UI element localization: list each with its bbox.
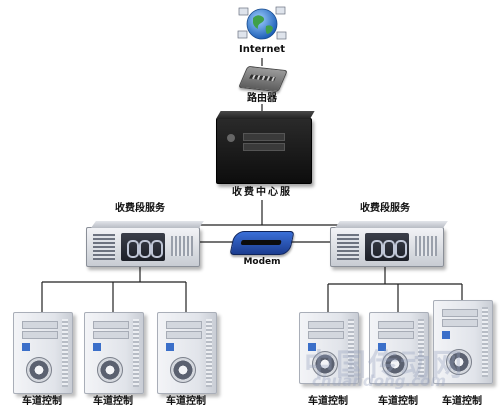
right-server-label: 收费段服务 bbox=[360, 203, 410, 214]
watermark-cn: 中国传动网 bbox=[304, 348, 464, 383]
lane-label-right-1: 车道控制 bbox=[308, 396, 348, 407]
watermark-en: chuandong.com bbox=[312, 372, 447, 390]
center-server-label: 收费中心服 bbox=[232, 187, 292, 198]
lane-pc-left-3 bbox=[157, 312, 217, 394]
lane-pc-left-2 bbox=[84, 312, 144, 394]
lane-pc-right-3 bbox=[433, 300, 493, 384]
internet-label: Internet bbox=[238, 44, 285, 55]
lane-pc-right-1 bbox=[299, 312, 359, 384]
lane-pc-right-2 bbox=[369, 312, 429, 384]
lane-label-left-2: 车道控制 bbox=[93, 396, 133, 407]
center-server-icon bbox=[216, 111, 315, 184]
lane-label-right-2: 车道控制 bbox=[378, 396, 418, 407]
left-server-label: 收费段服务 bbox=[115, 203, 165, 214]
lane-label-right-3: 车道控制 bbox=[442, 396, 482, 407]
modem-label: Modem bbox=[243, 257, 281, 267]
lane-label-left-3: 车道控制 bbox=[166, 396, 206, 407]
lane-label-left-1: 车道控制 bbox=[22, 396, 62, 407]
modem-icon bbox=[229, 231, 295, 255]
right-server-icon bbox=[330, 221, 448, 267]
router-label: 路由器 bbox=[247, 93, 277, 104]
globe-icon bbox=[237, 6, 287, 40]
left-server-icon bbox=[86, 221, 204, 267]
lane-pc-left-1 bbox=[13, 312, 73, 394]
